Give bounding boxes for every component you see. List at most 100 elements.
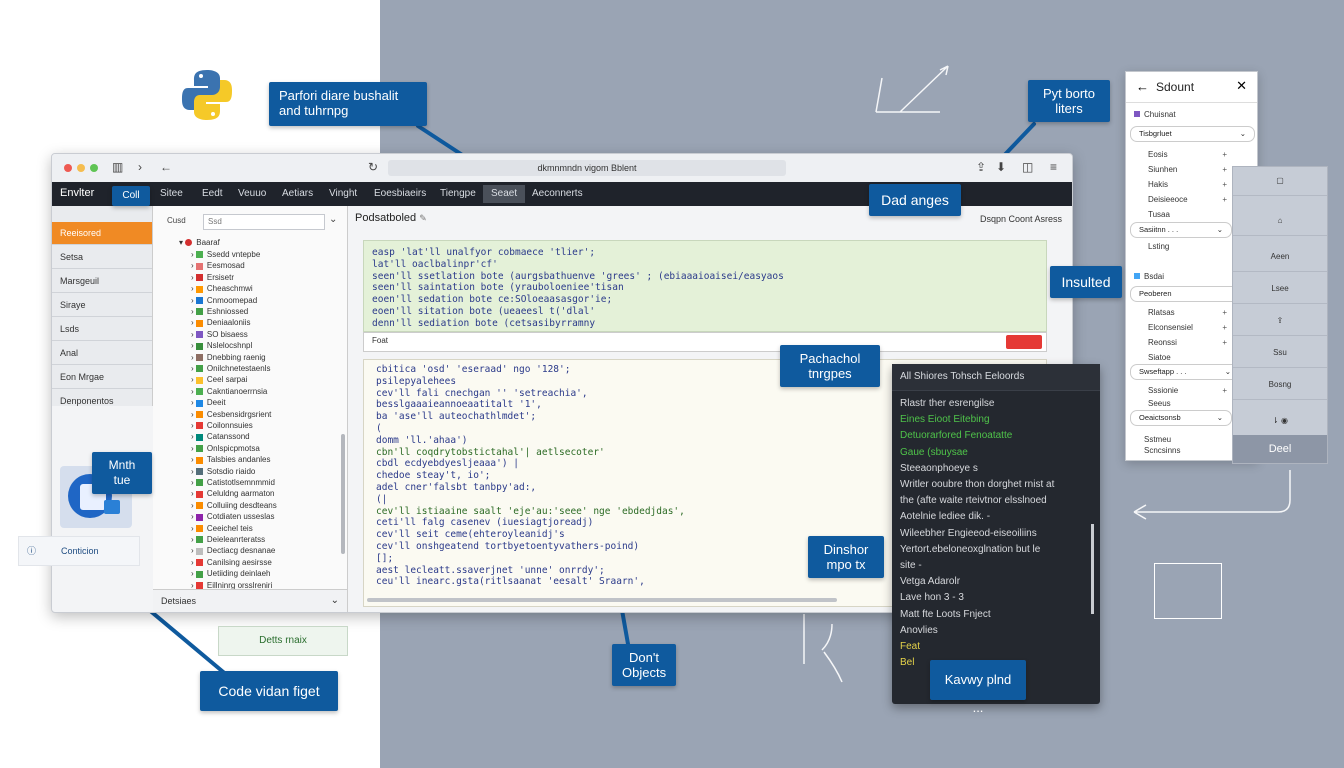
chevron-right-icon[interactable]: › [191,443,196,453]
nav-item-6[interactable]: Eon Mrgae [52,366,152,389]
panel2-item[interactable]: ▢ [1233,167,1327,196]
tree-item[interactable]: › Colluiing desdteans [191,501,277,510]
tree-search-input[interactable]: Ssd [203,214,325,230]
tree-item[interactable]: › Deeit [191,398,226,407]
menu-item-5[interactable]: Eoesbiaeirs [374,188,427,199]
tree-item[interactable]: › Eesmosad [191,261,245,270]
chevron-right-icon[interactable]: › [191,364,196,373]
tree-item[interactable]: › Ssedd vntepbe [191,250,260,259]
tree-item[interactable]: › Nslelocshnpl [191,341,252,350]
tree-item[interactable]: › Onlspicpmotsa [191,444,260,453]
tree-item[interactable]: › Cotdiaten usseslas [191,512,274,521]
chevron-right-icon[interactable]: › [191,512,196,522]
share-icon[interactable]: ⇪ [976,160,987,174]
chevron-right-icon[interactable]: › [191,318,196,328]
download-icon[interactable]: ⬇ [996,160,1007,174]
forward-icon[interactable]: › [138,160,142,174]
panel2-footer-button[interactable]: Deel [1233,435,1327,463]
list-item[interactable]: Eosis [1148,150,1168,159]
plus-icon[interactable]: + [1222,386,1227,395]
tree-item[interactable]: › Onilchnetestaenls [191,364,270,373]
list-item[interactable]: Seeus [1148,399,1171,408]
tree-footer[interactable]: Detsiaes⌄ [153,589,347,612]
tree-item[interactable]: › Sotsdio riaido [191,467,255,476]
tree-item[interactable]: › Uetiiding deinlaeh [191,569,271,578]
panel2-item[interactable]: ⇪ [1233,307,1327,336]
chevron-right-icon[interactable]: › [191,489,196,499]
chevron-right-icon[interactable]: › [191,478,196,487]
chevron-right-icon[interactable]: › [191,352,196,362]
footer-item[interactable]: Scncsinns [1144,446,1181,455]
tree-item[interactable]: › Eillninrg orsslreniri [191,581,272,590]
chevron-right-icon[interactable]: › [191,284,196,294]
tree-item[interactable]: › Dnebbing raenig [191,353,266,362]
chevron-right-icon[interactable]: › [191,329,196,339]
panel2-item[interactable]: Lsee [1233,275,1327,304]
run-button[interactable] [1006,335,1042,349]
tree-search-label[interactable]: Cusd [167,216,186,225]
menu-item-active[interactable]: Seaet [483,185,526,203]
select-5[interactable]: Oeaictsonsb⌄ [1130,410,1232,426]
tree-item[interactable]: › Cnmoomepad [191,296,257,305]
menu-item-8[interactable]: Aeconnerts [532,188,583,199]
chevron-right-icon[interactable]: › [191,455,196,465]
list-item[interactable]: Sssionie [1148,386,1179,395]
plus-icon[interactable]: + [1222,180,1227,189]
tree-item[interactable]: › Deieleanrteratss [191,535,265,544]
tree-root[interactable]: ▾ Baaraf [179,238,220,247]
maximize-window-icon[interactable] [90,164,98,172]
nav-item-2[interactable]: Marsgeuil [52,270,152,293]
menu-item-0[interactable]: Sitee [160,188,183,199]
nav-item-0[interactable]: Reeisored [52,222,152,245]
dark-panel-scrollbar[interactable] [1091,524,1094,614]
select-2[interactable]: Sasiitnn . . .⌄ [1130,222,1232,238]
url-bar[interactable]: dkmnmndn vigom Bblent [388,160,786,176]
nav-item-3[interactable]: Siraye [52,294,152,317]
editor-scrollbar[interactable] [367,598,837,602]
menu-item-4[interactable]: Vinght [329,188,358,199]
tree-item[interactable]: › Coilonnsuies [191,421,253,430]
list-item[interactable]: Elconsensiel [1148,323,1193,332]
chevron-right-icon[interactable]: › [191,557,196,567]
tree-scrollbar[interactable] [341,434,345,554]
chevron-right-icon[interactable]: › [191,580,196,590]
chevron-right-icon[interactable]: › [191,295,196,305]
tree-item[interactable]: › Cakntianoerrnsia [191,387,267,396]
nav-item-1[interactable]: Setsa [52,246,152,269]
chevron-right-icon[interactable]: › [191,398,196,408]
close-icon[interactable]: ✕ [1236,78,1247,93]
menu-item-3[interactable]: Aetiars [282,188,314,199]
chevron-right-icon[interactable]: › [191,409,196,419]
panel2-item[interactable]: ⌂ [1233,207,1327,236]
chevron-right-icon[interactable]: › [191,250,196,259]
tree-item[interactable]: › Talsbies andanles [191,455,271,464]
plus-icon[interactable]: + [1222,195,1227,204]
chevron-right-icon[interactable]: › [191,307,196,316]
detts-button[interactable]: Detts rnaix [218,626,348,656]
tabs-icon[interactable]: ◫ [1022,160,1034,174]
footer-item[interactable]: Sstmeu [1144,435,1172,444]
plus-icon[interactable]: + [1222,165,1227,174]
nav-item-5[interactable]: Anal [52,342,152,365]
chevron-right-icon[interactable]: › [191,546,196,556]
chevron-right-icon[interactable]: › [191,432,196,442]
reload-icon[interactable]: ↻ [368,160,379,174]
chevron-right-icon[interactable]: › [191,466,196,476]
panel2-item[interactable]: Aeen [1233,243,1327,272]
tree-item[interactable]: › Celuldng aarmaton [191,489,275,498]
menu-item-2[interactable]: Veuuo [238,188,267,199]
list-item[interactable]: Lsting [1148,242,1170,251]
panel2-item[interactable]: ⇂ ◉ [1233,407,1327,436]
back-arrow-icon[interactable]: ← [1136,79,1149,94]
panel2-item[interactable]: Bosng [1233,371,1327,400]
nav-item-4[interactable]: Lsds [52,318,152,341]
minimize-window-icon[interactable] [77,164,85,172]
conticion-button[interactable]: ⓘ Conticion [18,536,140,566]
tree-item[interactable]: › Eshniossed [191,307,248,316]
sidebar-toggle-icon[interactable]: ▥ [112,160,124,174]
nav-item-7[interactable]: Denponentos [60,396,114,406]
tree-item[interactable]: › Catistotlsemnmmid [191,478,275,487]
chevron-right-icon[interactable]: › [191,500,196,510]
code-block-top[interactable]: easp 'lat'll unalfyor cobmaece 'tlier'; … [363,240,1047,332]
chevron-right-icon[interactable]: › [191,569,196,579]
